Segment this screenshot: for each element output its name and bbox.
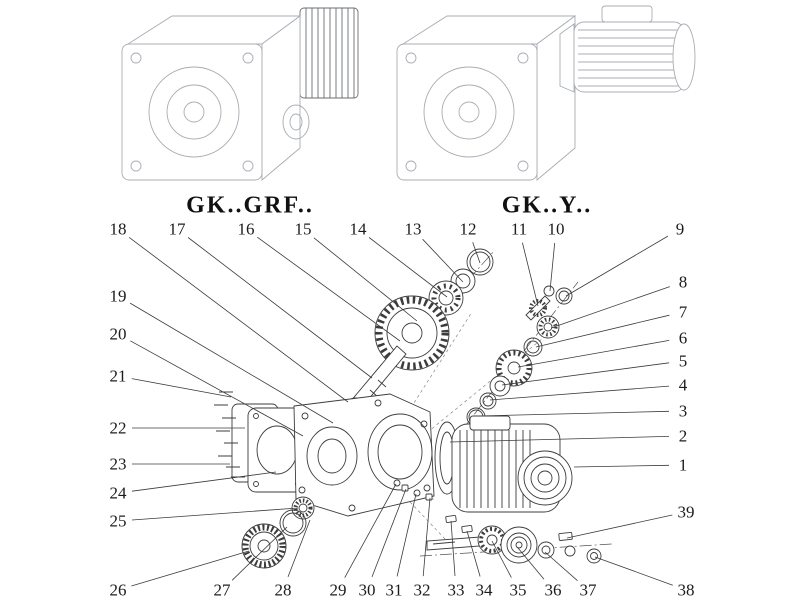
part-callout-19: 19 <box>109 286 127 306</box>
model-title-gk-grf: GK..GRF.. <box>186 192 314 219</box>
model-title-gk-y: GK..Y.. <box>501 192 593 219</box>
part-callout-13: 13 <box>404 219 422 239</box>
part-callout-32: 32 <box>413 580 431 600</box>
part-callout-39: 39 <box>677 502 695 522</box>
part-callout-34: 34 <box>475 580 493 600</box>
part-callout-10: 10 <box>547 219 565 239</box>
part-callout-7: 7 <box>678 302 688 322</box>
part-callout-35: 35 <box>509 580 527 600</box>
part-callout-9: 9 <box>675 219 685 239</box>
part-callout-16: 16 <box>237 219 255 239</box>
gearbox-drawing-gk-y <box>396 5 696 181</box>
part-callout-29: 29 <box>329 580 347 600</box>
part-callout-25: 25 <box>109 511 127 531</box>
part-callout-26: 26 <box>109 580 127 600</box>
part-callout-36: 36 <box>544 580 562 600</box>
part-callout-20: 20 <box>109 324 127 344</box>
part-callout-3: 3 <box>678 401 688 421</box>
part-callout-4: 4 <box>678 375 688 395</box>
part-callout-24: 24 <box>109 483 127 503</box>
part-callout-18: 18 <box>109 219 127 239</box>
part-callout-17: 17 <box>168 219 186 239</box>
part-callout-33: 33 <box>447 580 465 600</box>
part-callout-2: 2 <box>678 426 688 446</box>
part-callout-15: 15 <box>294 219 312 239</box>
part-callout-31: 31 <box>385 580 403 600</box>
exploded-assembly <box>214 248 613 569</box>
part-callout-6: 6 <box>678 328 688 348</box>
part-callout-30: 30 <box>358 580 376 600</box>
part-callout-22: 22 <box>109 418 127 438</box>
part-callout-14: 14 <box>349 219 367 239</box>
part-callout-8: 8 <box>678 272 688 292</box>
gearbox-drawing-gk-grf <box>121 7 359 181</box>
part-callout-38: 38 <box>677 580 695 600</box>
part-callout-37: 37 <box>579 580 597 600</box>
part-callout-27: 27 <box>213 580 231 600</box>
part-callout-11: 11 <box>510 219 528 239</box>
part-callout-12: 12 <box>459 219 477 239</box>
part-callout-1: 1 <box>678 455 688 475</box>
part-callout-28: 28 <box>274 580 292 600</box>
part-callout-5: 5 <box>678 351 688 371</box>
part-callout-23: 23 <box>109 454 127 474</box>
part-callout-21: 21 <box>109 366 127 386</box>
